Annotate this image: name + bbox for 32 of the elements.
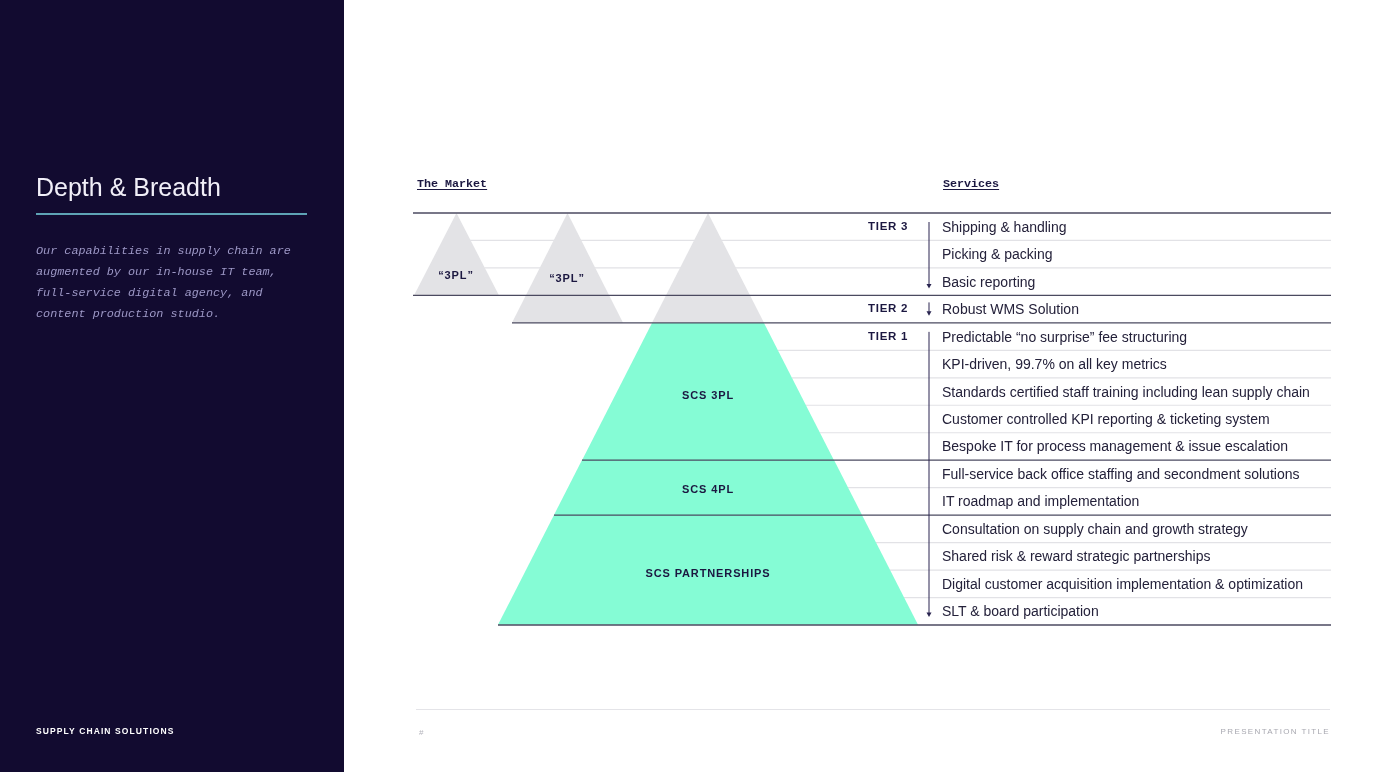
pyramid-tier-label: SCS 3PL xyxy=(682,388,734,403)
service-item: KPI-driven, 99.7% on all key metrics xyxy=(942,355,1167,374)
intro-paragraph: Our capabilities in supply chain are augmented by our in-house IT team, full-service digital agency, and content production studio. xyxy=(36,243,292,323)
pyramid-tier-label: SCS PARTNERSHIPS xyxy=(645,566,771,581)
service-item: Customer controlled KPI reporting & ticketing system xyxy=(942,410,1270,428)
service-item: SLT & board participation xyxy=(942,602,1099,621)
service-item: Bespoke IT for process management & issue escalation xyxy=(942,437,1289,456)
service-item: Consultation on supply chain and growth strategy xyxy=(942,519,1248,538)
market-triangle xyxy=(511,213,623,323)
page-number: # xyxy=(419,727,424,739)
service-item: Shipping & handling xyxy=(942,217,1067,236)
service-item: IT roadmap and implementation xyxy=(942,492,1140,511)
service-item: Picking & packing xyxy=(942,245,1053,264)
service-item: Full-service back office staffing and secondment solutions xyxy=(942,464,1300,483)
column-heading: The Market xyxy=(417,176,488,192)
triangle-label: “3PL” xyxy=(438,268,474,283)
tier-heading: TIER 1 xyxy=(868,328,908,344)
slide-title: Depth & Breadth xyxy=(36,172,221,202)
footer-text: SUPPLY CHAIN SOLUTIONS xyxy=(36,725,175,737)
service-item: Digital customer acquisition implementation & optimization xyxy=(942,574,1304,593)
column-heading: Services xyxy=(943,176,1000,192)
pyramid-tier-label: SCS 4PL xyxy=(682,482,734,497)
tier-heading: TIER 3 xyxy=(868,218,908,234)
service-item: Robust WMS Solution xyxy=(942,300,1079,319)
service-item: Shared risk & reward strategic partnerships xyxy=(942,547,1211,566)
service-item: Standards certified staff training including lean supply chain xyxy=(942,382,1310,401)
triangle-label: “3PL” xyxy=(549,271,585,286)
service-item: Predictable “no surprise” fee structuring xyxy=(942,327,1188,346)
presentation-title: PRESENTATION TITLE xyxy=(1220,726,1330,738)
market-triangle xyxy=(413,213,499,296)
tier-heading: TIER 2 xyxy=(868,301,908,317)
service-item: Basic reporting xyxy=(942,272,1036,291)
